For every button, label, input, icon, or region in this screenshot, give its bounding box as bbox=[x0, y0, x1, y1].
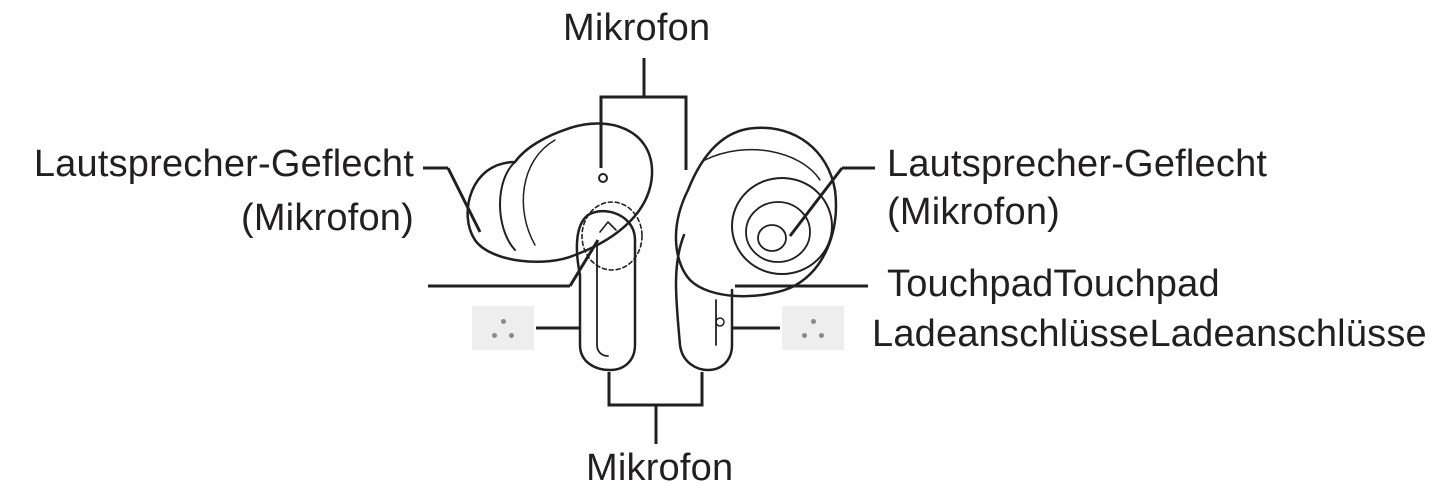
left-charging-contacts-icon bbox=[472, 306, 534, 350]
right-charging-contacts-icon bbox=[782, 306, 844, 350]
left-speaker-mesh-label: Lautsprecher-Geflecht bbox=[33, 143, 414, 185]
contact-dot bbox=[819, 333, 824, 338]
right-speaker-mesh-sublabel: (Mikrofon) bbox=[887, 191, 1061, 233]
contact-dot bbox=[811, 319, 816, 324]
callout-lines bbox=[423, 58, 875, 444]
contact-dot bbox=[501, 319, 506, 324]
contact-dot bbox=[492, 333, 497, 338]
touchpad-label: TouchpadTouchpad bbox=[887, 263, 1220, 305]
right-earbud bbox=[674, 126, 838, 372]
contact-dot bbox=[802, 333, 807, 338]
contact-dot bbox=[509, 333, 514, 338]
right-speaker-mesh-label: Lautsprecher-Geflecht bbox=[887, 143, 1268, 185]
left-earbud bbox=[466, 122, 654, 372]
left-speaker-mesh-sublabel: (Mikrofon) bbox=[240, 197, 414, 239]
charging-contacts-label: LadeanschlüsseLadeanschlüsse bbox=[872, 313, 1427, 355]
top-microphone-label: Mikrofon bbox=[563, 7, 711, 49]
bottom-microphone-label: Mikrofon bbox=[586, 447, 734, 489]
